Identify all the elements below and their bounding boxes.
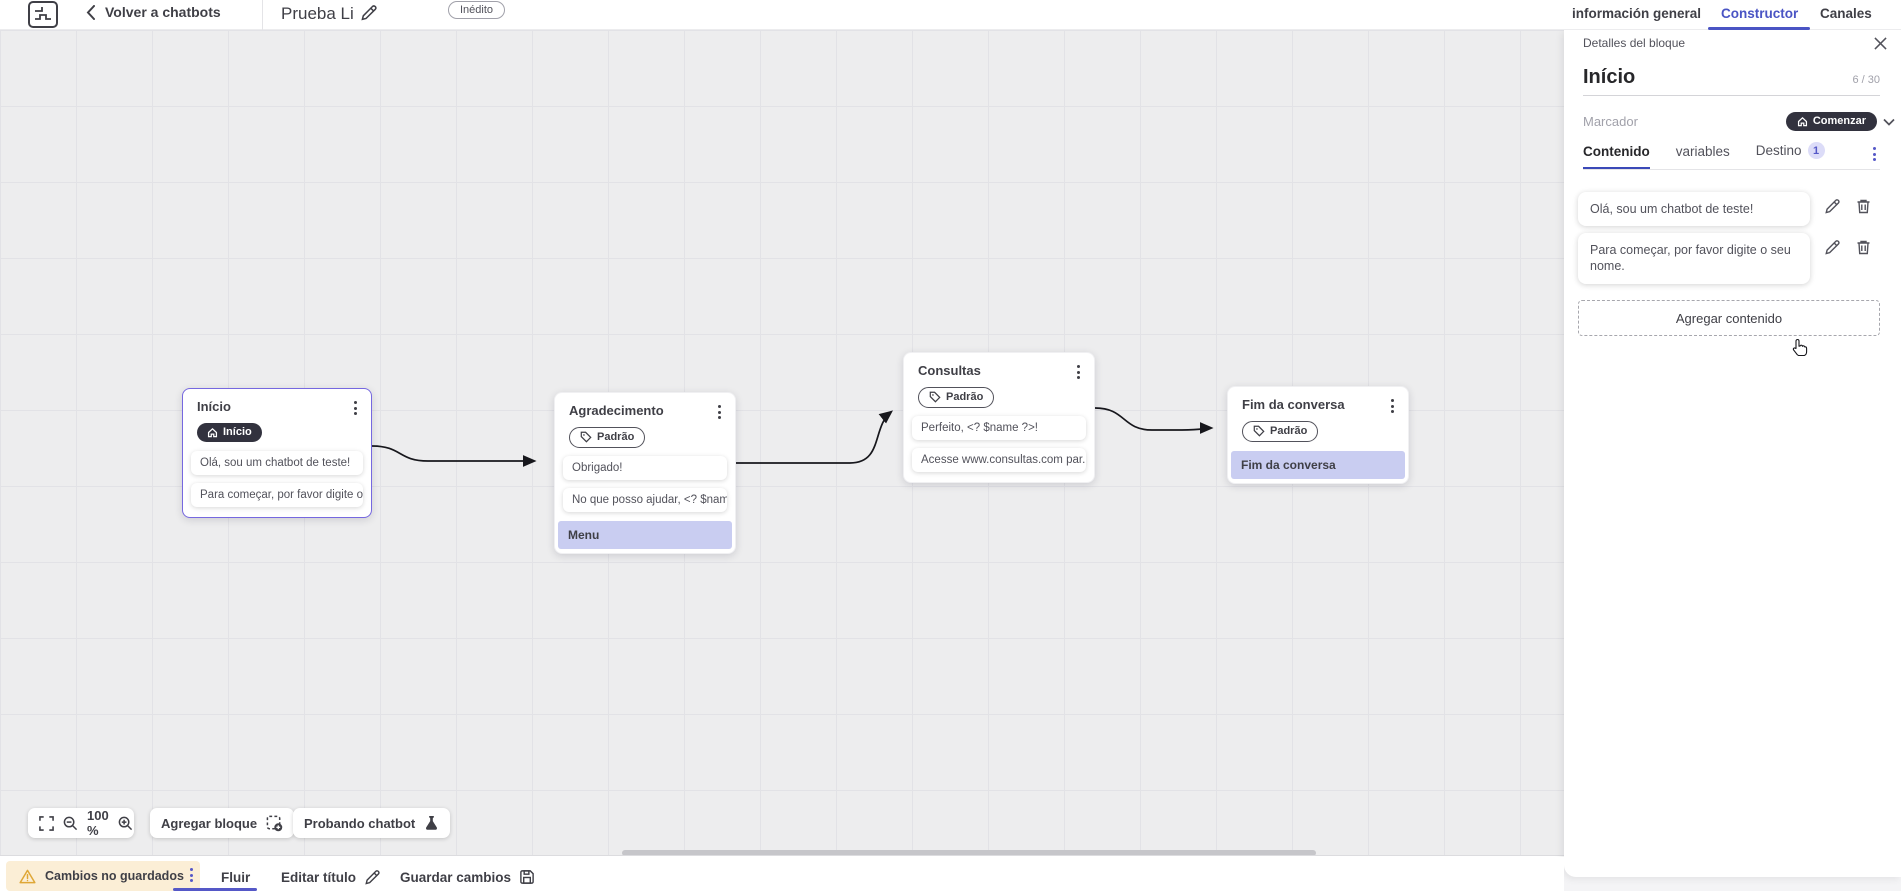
close-icon[interactable] bbox=[1874, 36, 1887, 50]
node-title: Consultas bbox=[918, 363, 981, 378]
default-marker-badge: Padrão bbox=[569, 427, 646, 448]
node-menu-icon[interactable] bbox=[1387, 397, 1398, 415]
tag-icon bbox=[1253, 425, 1265, 437]
block-name: Início bbox=[1583, 66, 1636, 88]
save-icon bbox=[520, 870, 534, 884]
chevron-left-icon bbox=[86, 4, 95, 20]
tab-informacion-general[interactable]: información general bbox=[1572, 6, 1702, 21]
flow-options-icon[interactable] bbox=[186, 866, 197, 884]
edit-title-icon[interactable] bbox=[360, 4, 377, 21]
add-block-icon bbox=[266, 815, 283, 832]
status-badge: Inédito bbox=[448, 1, 506, 19]
tab-fluir[interactable]: Fluir bbox=[221, 870, 251, 885]
save-changes-label: Guardar cambios bbox=[400, 869, 512, 885]
flow-node-inicio[interactable]: Início Início Olá, sou um chatbot de tes… bbox=[182, 388, 372, 518]
back-to-chatbots-button[interactable]: Volver a chatbots bbox=[86, 4, 221, 20]
tab-destino[interactable]: Destino 1 bbox=[1756, 142, 1825, 169]
content-item[interactable]: Olá, sou um chatbot de teste! bbox=[1578, 192, 1810, 227]
home-icon bbox=[207, 427, 218, 437]
zoom-level: 100 % bbox=[87, 808, 109, 838]
tab-canales[interactable]: Canales bbox=[1820, 6, 1872, 21]
save-changes-button[interactable]: Guardar cambios bbox=[400, 869, 535, 885]
flask-icon bbox=[424, 815, 439, 831]
top-bar: Volver a chatbots Prueba Li Inédito info… bbox=[0, 0, 1901, 30]
node-message[interactable]: Acesse www.consultas.com par... bbox=[912, 448, 1086, 472]
tag-icon bbox=[580, 431, 592, 443]
panel-options-icon[interactable] bbox=[1869, 145, 1880, 163]
chatbot-title: Prueba Li bbox=[281, 4, 354, 23]
flow-node-agradecimento[interactable]: Agradecimento Padrão Obrigado! No que po… bbox=[554, 392, 736, 554]
horizontal-scrollbar[interactable] bbox=[622, 850, 1316, 855]
add-content-button[interactable]: Agregar contenido bbox=[1578, 300, 1880, 336]
edit-title-button[interactable]: Editar título bbox=[281, 869, 380, 885]
unsaved-changes-badge: Cambios no guardados bbox=[6, 861, 200, 891]
node-title: Fim da conversa bbox=[1242, 397, 1345, 412]
edit-content-icon[interactable] bbox=[1824, 239, 1840, 255]
flow-canvas[interactable]: Início Início Olá, sou um chatbot de tes… bbox=[0, 30, 1564, 856]
tag-icon bbox=[929, 391, 941, 403]
node-action-end[interactable]: Fim da conversa bbox=[1231, 451, 1405, 479]
node-message[interactable]: Para começar, por favor digite o ... bbox=[191, 482, 363, 507]
node-menu-icon[interactable] bbox=[350, 399, 361, 417]
fit-screen-icon[interactable] bbox=[39, 815, 54, 831]
bottom-bar: Cambios no guardados Fluir Editar título… bbox=[0, 857, 1564, 891]
marker-selector[interactable]: Comenzar bbox=[1785, 112, 1877, 131]
edit-content-icon[interactable] bbox=[1824, 198, 1840, 214]
default-marker-badge: Padrão bbox=[918, 387, 995, 408]
node-title: Início bbox=[197, 399, 231, 414]
app-logo-icon[interactable] bbox=[27, 1, 59, 28]
zoom-in-icon[interactable] bbox=[118, 816, 133, 831]
node-message[interactable]: Obrigado! bbox=[563, 456, 727, 480]
add-block-label: Agregar bloque bbox=[161, 815, 258, 831]
node-menu-icon[interactable] bbox=[714, 403, 725, 421]
chevron-down-icon[interactable] bbox=[1883, 118, 1895, 126]
mouse-cursor bbox=[1792, 338, 1808, 357]
destino-count-badge: 1 bbox=[1807, 142, 1825, 159]
flow-node-fim-da-conversa[interactable]: Fim da conversa Padrão Fim da conversa bbox=[1227, 386, 1409, 484]
active-tab-underline bbox=[1708, 27, 1810, 30]
node-title: Agradecimento bbox=[569, 403, 664, 418]
default-marker-badge: Padrão bbox=[1242, 421, 1319, 442]
node-message[interactable]: No que posso ajudar, <? $name ... bbox=[563, 488, 727, 512]
delete-content-icon[interactable] bbox=[1856, 239, 1871, 255]
node-action-menu[interactable]: Menu bbox=[558, 521, 732, 549]
pencil-icon bbox=[365, 870, 380, 885]
test-chatbot-label: Probando chatbot bbox=[304, 815, 416, 831]
char-counter: 6 / 30 bbox=[1852, 74, 1880, 86]
block-details-panel: Detalles del bloque Início 6 / 30 Marcad… bbox=[1564, 30, 1901, 877]
panel-title: Detalles del bloque bbox=[1583, 36, 1686, 50]
block-name-field[interactable]: Início 6 / 30 bbox=[1583, 66, 1880, 96]
node-message[interactable]: Olá, sou um chatbot de teste! bbox=[191, 450, 363, 475]
panel-tabs: Contenido variables Destino 1 bbox=[1583, 142, 1880, 170]
marker-label: Marcador bbox=[1583, 114, 1638, 129]
add-block-button[interactable]: Agregar bloque bbox=[150, 808, 295, 838]
node-message[interactable]: Perfeito, <? $name ?>! bbox=[912, 416, 1086, 440]
tab-contenido[interactable]: Contenido bbox=[1583, 144, 1650, 169]
flow-node-consultas[interactable]: Consultas Padrão Perfeito, <? $name ?>! … bbox=[903, 352, 1095, 483]
tab-constructor[interactable]: Constructor bbox=[1721, 6, 1799, 21]
right-panel-background: Detalles del bloque Início 6 / 30 Marcad… bbox=[1564, 30, 1901, 891]
zoom-out-icon[interactable] bbox=[63, 816, 78, 831]
divider bbox=[262, 0, 263, 30]
content-item[interactable]: Para começar, por favor digite o seu nom… bbox=[1578, 233, 1810, 284]
edit-title-label: Editar título bbox=[281, 869, 356, 885]
delete-content-icon[interactable] bbox=[1856, 198, 1871, 214]
zoom-toolbar: 100 % bbox=[28, 808, 134, 838]
warning-icon bbox=[19, 869, 36, 883]
test-chatbot-button[interactable]: Probando chatbot bbox=[293, 808, 451, 838]
tab-variables[interactable]: variables bbox=[1675, 144, 1730, 159]
start-marker-badge: Início bbox=[197, 423, 262, 442]
node-menu-icon[interactable] bbox=[1073, 363, 1084, 381]
active-flow-tab-underline bbox=[173, 888, 257, 891]
home-icon bbox=[1797, 116, 1807, 126]
back-label: Volver a chatbots bbox=[105, 4, 221, 20]
